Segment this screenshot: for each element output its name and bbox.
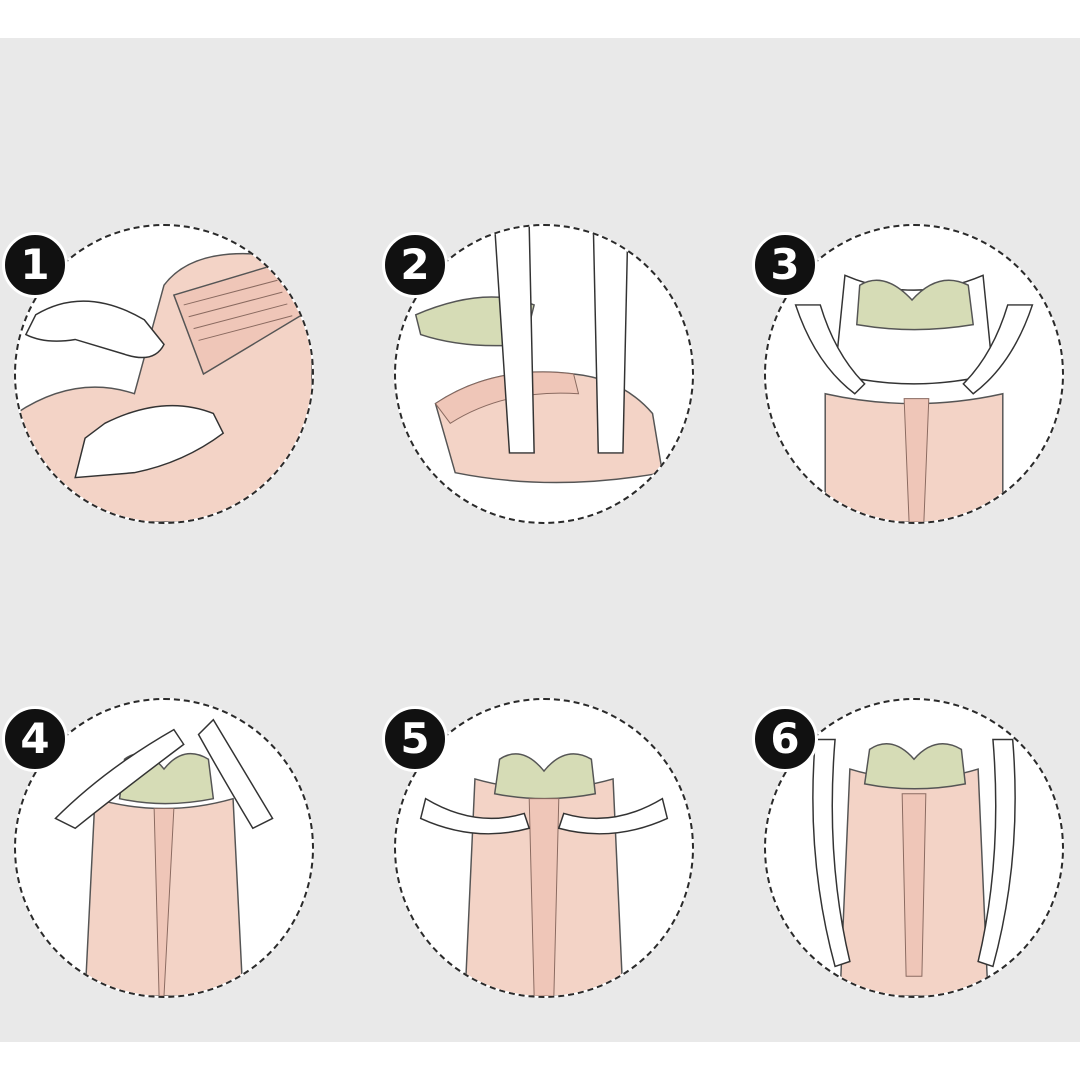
step-4: 4 (2, 698, 322, 1018)
step-3: 3 (752, 224, 1072, 544)
straps-on-shoulders-illustration (14, 698, 314, 998)
instruction-panel: 1 2 (0, 38, 1080, 1042)
step-number-badge: 2 (382, 232, 448, 298)
step-2: 2 (382, 224, 702, 544)
step-number-badge: 1 (2, 232, 68, 298)
step-number-badge: 6 (752, 706, 818, 772)
step-number-badge: 5 (382, 706, 448, 772)
step-1: 1 (2, 224, 322, 544)
step-number-badge: 4 (2, 706, 68, 772)
step-6: 6 (752, 698, 1072, 1018)
step-number-badge: 3 (752, 232, 818, 298)
pull-up-garment-illustration (764, 224, 1064, 524)
step-into-garment-illustration (394, 224, 694, 524)
step-5: 5 (382, 698, 702, 1018)
unzip-garment-illustration (14, 224, 314, 524)
